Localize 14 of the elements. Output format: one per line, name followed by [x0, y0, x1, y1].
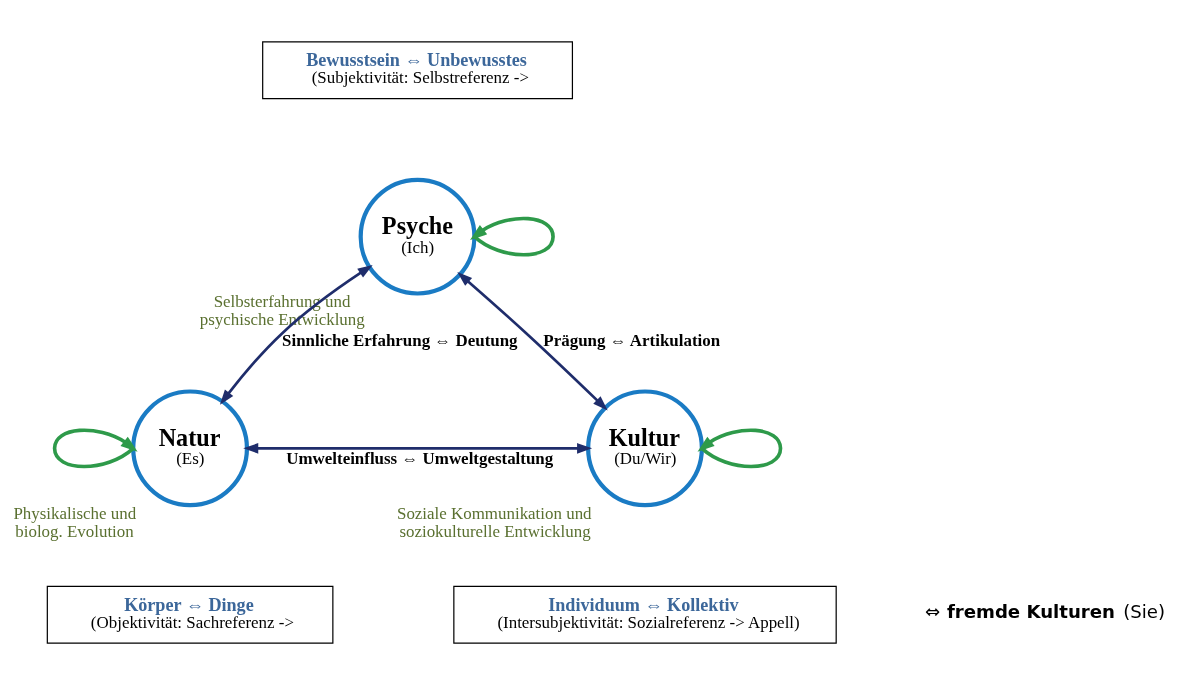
- arrow: [697, 428, 783, 469]
- node-box: Bewusstsein ⇔ Unbewusstes (Subjektivität: Selbstreferenz ->: [262, 41, 574, 100]
- arrow: [470, 216, 555, 257]
- label: ⇔ fremde Kulturen (Sie): [925, 600, 1166, 622]
- node-box: Körper ⇔ Dinge (Objektivität: Sachreferenz ->: [46, 585, 334, 644]
- arrow: [219, 264, 373, 405]
- arrow: [52, 428, 138, 469]
- edge-label: Sinnliche Erfahrung ⇔ Deutung: [282, 330, 518, 350]
- arrow: [457, 272, 608, 411]
- edge-label: Prägung ⇔ Artikulation: [543, 330, 721, 350]
- edge-label: Umwelteinfluss ⇔ Umweltgestaltung: [286, 449, 554, 469]
- arrow: [243, 443, 593, 454]
- node-circle: Kultur (Du/Wir): [586, 389, 704, 508]
- node-box: Individuum ⇔ Kollektiv (Intersubjektivität: Sozialreferenz -> Appell): [453, 585, 837, 644]
